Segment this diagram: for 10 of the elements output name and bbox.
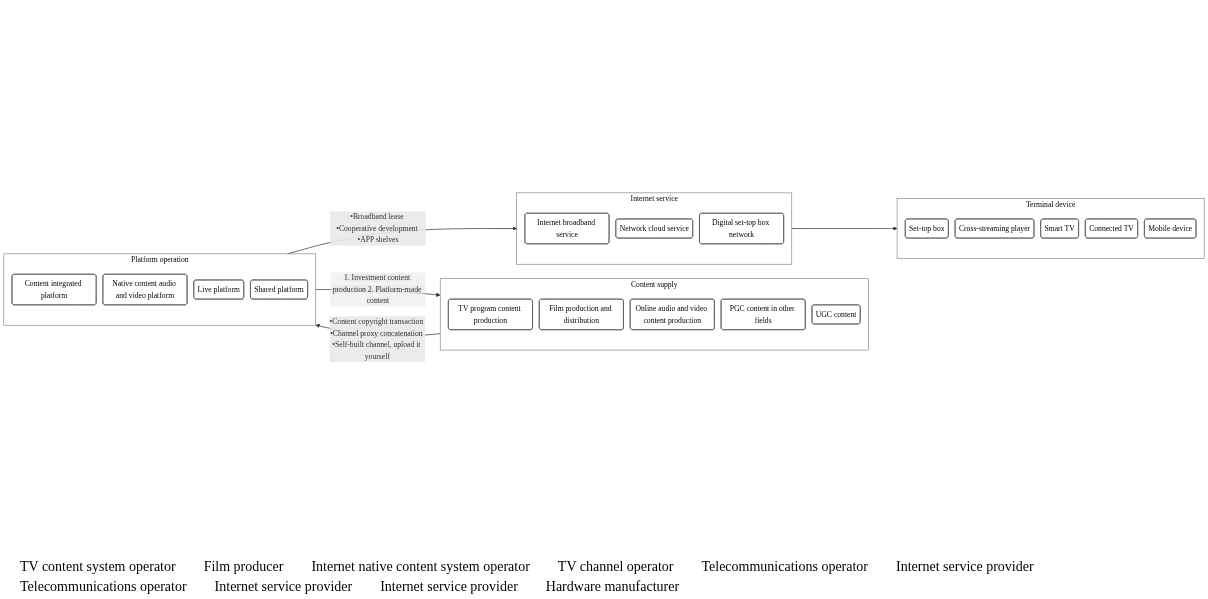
role-note: Film producer xyxy=(203,559,284,575)
role-note: Internet service provider xyxy=(214,579,353,595)
role-note: Internet service provider xyxy=(896,559,1034,575)
role-note: Hardware manufacturer xyxy=(545,579,680,595)
role-note: TV content system operator xyxy=(20,559,176,575)
role-note: TV channel operator xyxy=(557,559,674,575)
role-note: Internet service provider xyxy=(380,579,518,595)
role-note: Telecommunications operator xyxy=(701,559,869,575)
role-note: Internet native content system operator xyxy=(311,559,530,575)
role-note: Telecommunications operator xyxy=(20,579,187,595)
